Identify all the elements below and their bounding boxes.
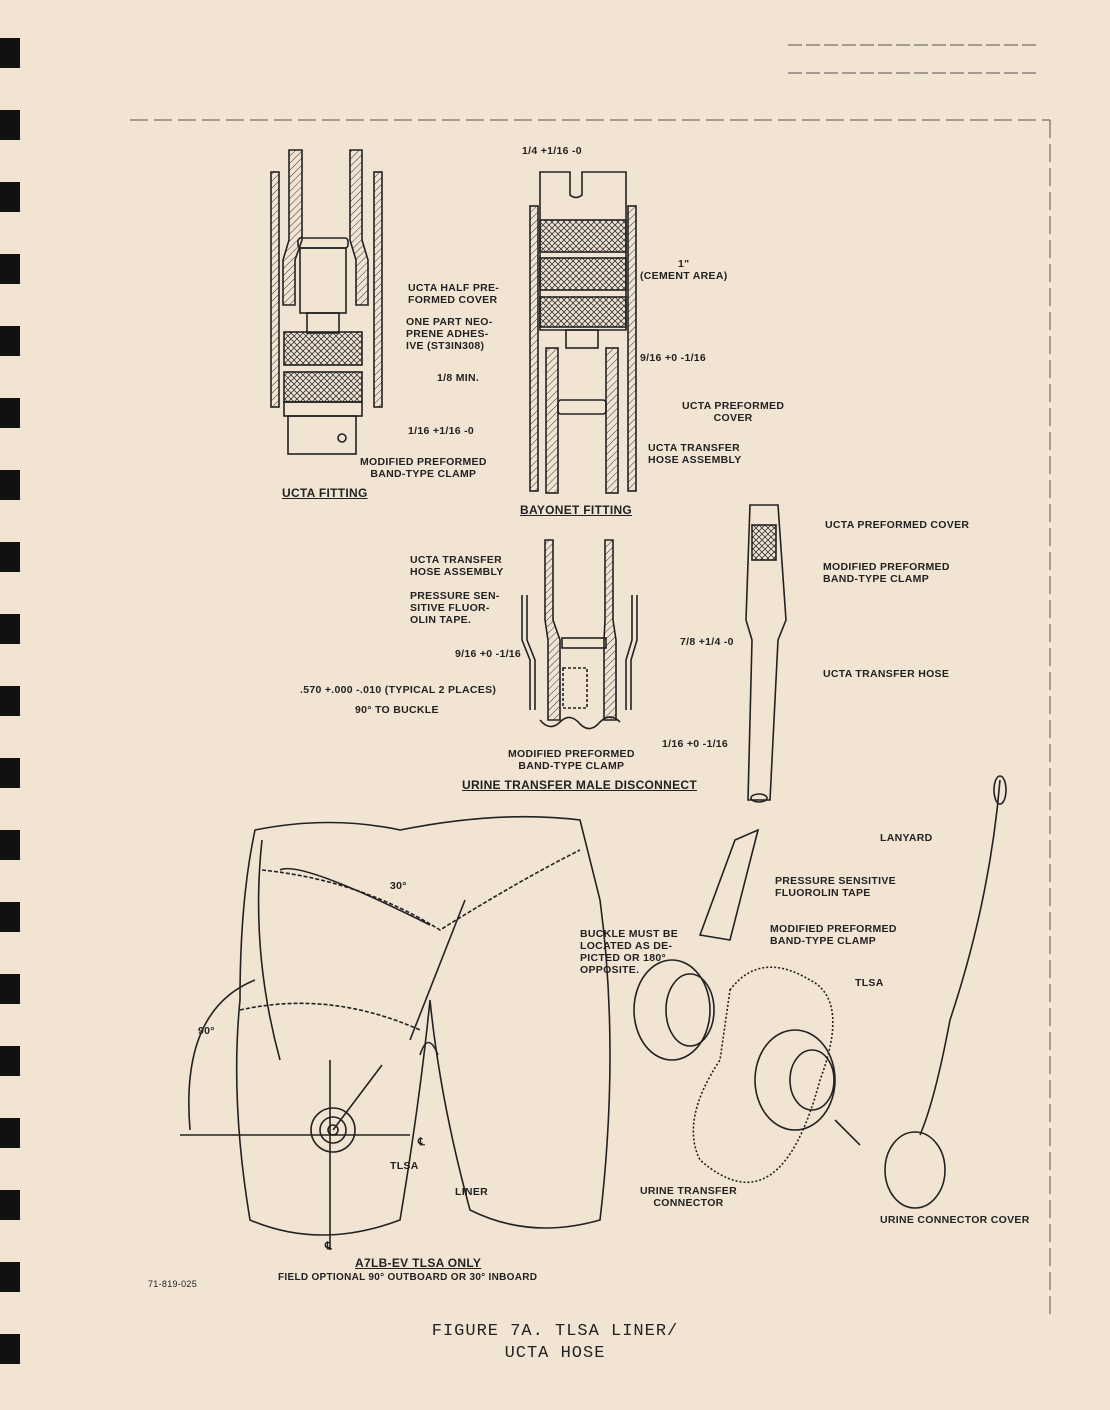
binding-hole: [0, 470, 20, 500]
label-liner: LINER: [455, 1186, 488, 1198]
bayonet-fitting-title: BAYONET FITTING: [520, 503, 633, 517]
figure-caption-line1: FIGURE 7A. TLSA LINER/: [431, 1322, 679, 1341]
label-band-clamp: MODIFIED PREFORMED BAND-TYPE CLAMP: [360, 456, 487, 480]
male-disconnect-drawing: [521, 539, 638, 730]
label-buckle-location: BUCKLE MUST BE LOCATED AS DE- PICTED OR …: [580, 928, 679, 976]
label-transfer-hose-assembly: UCTA TRANSFER HOSE ASSEMBLY: [410, 554, 504, 578]
label-dimension-1-16: 1/16 +0 -1/16: [662, 738, 729, 750]
binding-hole: [0, 1046, 20, 1076]
ucta-fitting-title: UCTA FITTING: [282, 486, 368, 500]
binding-hole: [0, 974, 20, 1004]
ucta-fitting-drawing: [270, 149, 383, 455]
label-lanyard: LANYARD: [880, 832, 933, 844]
tlsa-view-title: A7LB-EV TLSA ONLY: [355, 1256, 482, 1270]
binding-hole: [0, 758, 20, 788]
label-urine-transfer-connector: URINE TRANSFER CONNECTOR: [640, 1185, 737, 1209]
label-dimension-1-16: 1/16 +1/16 -0: [408, 425, 475, 437]
binding-hole: [0, 182, 20, 212]
label-cement-area: 1" (CEMENT AREA): [640, 258, 728, 282]
label-90-degrees: 90°: [198, 1025, 215, 1037]
centerline-symbol: ℄: [325, 1240, 333, 1252]
label-30-degrees: 30°: [390, 880, 407, 892]
label-ucta-transfer-hose: UCTA TRANSFER HOSE: [823, 668, 950, 680]
binding-hole: [0, 254, 20, 284]
label-band-clamp: MODIFIED PREFORMED BAND-TYPE CLAMP: [508, 748, 635, 772]
label-dimension-9-16: 9/16 +0 -1/16: [455, 648, 522, 660]
binding-hole: [0, 1262, 20, 1292]
binding-hole: [0, 110, 20, 140]
label-tlsa: TLSA: [390, 1160, 419, 1172]
figure-caption-line2: UCTA HOSE: [504, 1344, 606, 1363]
label-dimension-9-16: 9/16 +0 -1/16: [640, 352, 707, 364]
hose-drawing: [745, 504, 787, 803]
label-90-to-buckle: 90° TO BUCKLE: [355, 704, 439, 716]
connector-drawing: [633, 775, 1007, 1209]
binding-hole: [0, 542, 20, 572]
binding-hole: [0, 686, 20, 716]
label-band-clamp: MODIFIED PREFORMED BAND-TYPE CLAMP: [823, 561, 950, 585]
centerline-symbol: ℄: [418, 1136, 426, 1148]
label-dimension-7-8: 7/8 +1/4 -0: [680, 636, 734, 648]
binding-hole: [0, 614, 20, 644]
binding-hole: [0, 1334, 20, 1364]
binding-hole: [0, 830, 20, 860]
binding-hole: [0, 1190, 20, 1220]
drawing-number: 71-819-025: [148, 1279, 198, 1289]
label-urine-connector-cover: URINE CONNECTOR COVER: [880, 1214, 1030, 1226]
binding-hole: [0, 326, 20, 356]
label-ucta-preformed-cover: UCTA PREFORMED COVER: [682, 400, 785, 424]
frame-lines: [130, 44, 1051, 1320]
label-dimension-570: .570 +.000 -.010 (TYPICAL 2 PLACES): [300, 684, 497, 696]
label-neoprene-adhesive-block: ONE PART NEO- PRENE ADHES- IVE (ST3IN308…: [406, 316, 493, 352]
binding-hole: [0, 38, 20, 68]
bayonet-fitting-drawing: [529, 171, 637, 494]
label-dimension-1-4: 1/4 +1/16 -0: [522, 145, 582, 157]
label-ucta-half-cover: UCTA HALF PRE- FORMED COVER: [408, 282, 500, 306]
tlsa-view-subtitle: FIELD OPTIONAL 90° OUTBOARD OR 30° INBOA…: [278, 1272, 538, 1283]
male-disconnect-title: URINE TRANSFER MALE DISCONNECT: [462, 778, 698, 792]
label-tlsa: TLSA: [855, 977, 884, 989]
label-band-clamp: MODIFIED PREFORMED BAND-TYPE CLAMP: [770, 923, 897, 947]
label-transfer-hose-assembly: UCTA TRANSFER HOSE ASSEMBLY: [648, 442, 742, 466]
label-eighth-min: 1/8 MIN.: [437, 372, 480, 384]
binding-hole: [0, 1118, 20, 1148]
label-ucta-preformed-cover: UCTA PREFORMED COVER: [825, 519, 970, 531]
binding-hole: [0, 902, 20, 932]
binding-hole: [0, 398, 20, 428]
tlsa-liner-drawing: [180, 815, 611, 1250]
label-fluorolin-tape: PRESSURE SEN- SITIVE FLUOR- OLIN TAPE.: [410, 590, 500, 626]
label-fluorolin-tape: PRESSURE SENSITIVE FLUOROLIN TAPE: [775, 875, 896, 899]
